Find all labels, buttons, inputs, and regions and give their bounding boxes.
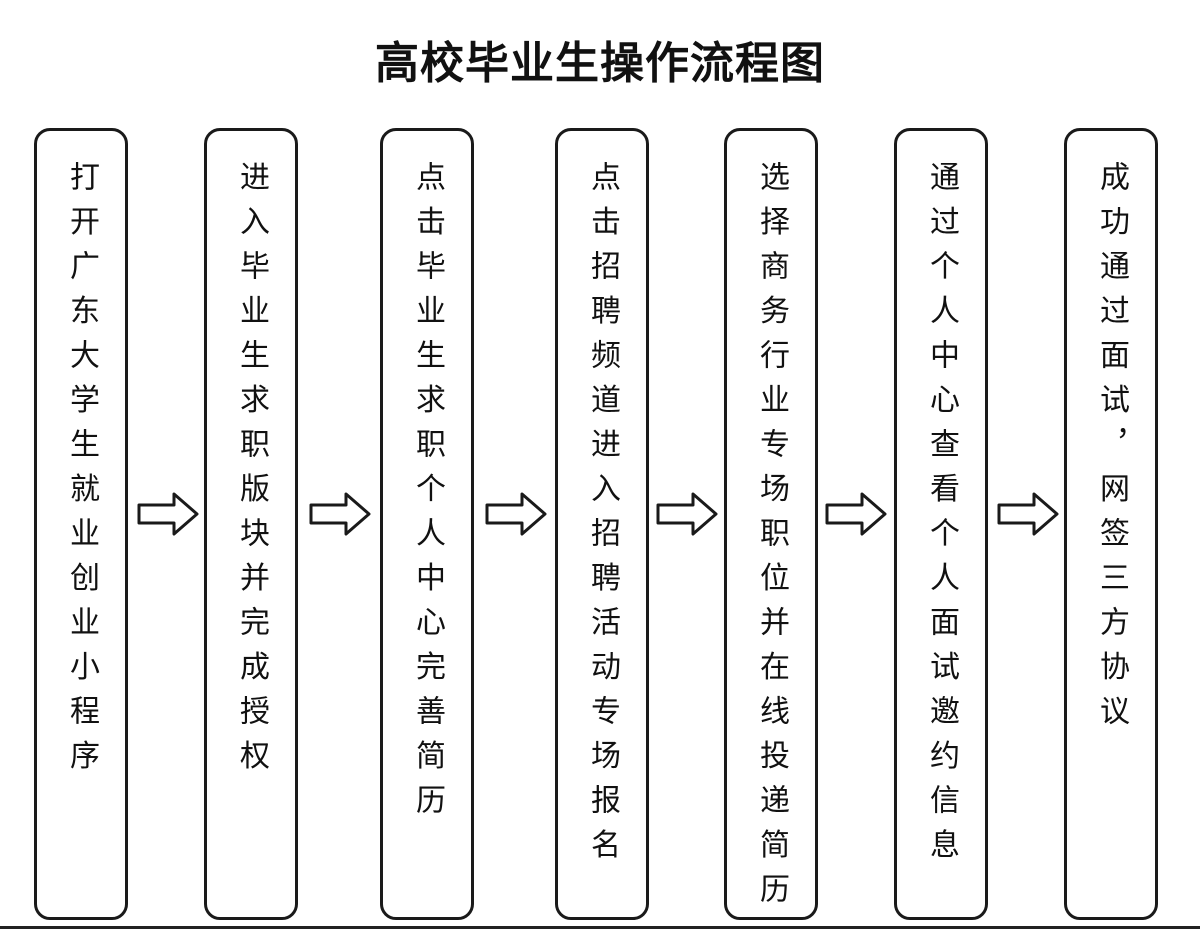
step-box-7: 成功通过面试，网签三方协议 [1064,128,1158,920]
step-text-7: 成功通过面试，网签三方协议 [1094,161,1129,740]
step-box-4: 点击招聘频道进入招聘活动专场报名 [555,128,649,920]
diagram-title: 高校毕业生操作流程图 [375,38,825,89]
step-text-5: 选择商务行业专场职位并在线投递简历 [754,161,789,918]
step-box-6: 通过个人中心查看个人面试邀约信息 [894,128,988,920]
right-hollow-arrow-icon [484,490,548,538]
step-text-6: 通过个人中心查看个人面试邀约信息 [924,161,959,873]
step-box-3: 点击毕业生求职个人中心完善简历 [380,128,474,920]
step-text-1: 打开广东大学生就业创业小程序 [64,161,99,784]
step-box-1: 打开广东大学生就业创业小程序 [34,128,128,920]
right-hollow-arrow-icon [136,490,200,538]
right-hollow-arrow-icon [824,490,888,538]
bottom-border-line [0,926,1200,929]
step-text-3: 点击毕业生求职个人中心完善简历 [410,161,445,829]
step-box-5: 选择商务行业专场职位并在线投递简历 [724,128,818,920]
step-text-2: 进入毕业生求职版块并完成授权 [234,161,269,784]
right-hollow-arrow-icon [308,490,372,538]
step-box-2: 进入毕业生求职版块并完成授权 [204,128,298,920]
right-hollow-arrow-icon [655,490,719,538]
step-text-4: 点击招聘频道进入招聘活动专场报名 [585,161,620,873]
right-hollow-arrow-icon [996,490,1060,538]
